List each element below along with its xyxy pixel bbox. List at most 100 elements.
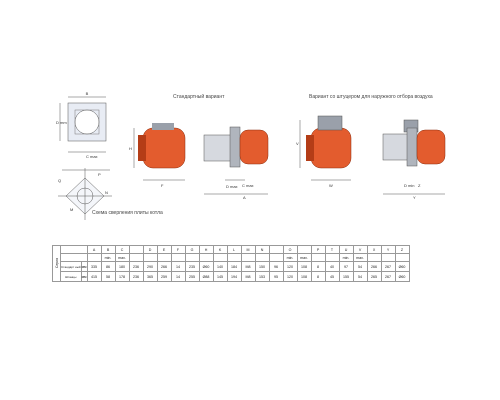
table-header-row: Серия A B C D E F G H K L M N O P T U V … bbox=[52, 245, 410, 282]
header-u: U bbox=[338, 245, 354, 254]
flange-front-view bbox=[59, 96, 107, 153]
cell: Ø88 bbox=[198, 271, 214, 282]
burner-standard-side bbox=[133, 123, 186, 181]
label-b-top: B bbox=[86, 91, 89, 96]
cell: 266 bbox=[156, 261, 172, 272]
cell: 8 bbox=[310, 271, 326, 282]
cell: 365 bbox=[142, 271, 158, 282]
cell: 236 bbox=[128, 271, 144, 282]
cell: 235 bbox=[184, 261, 200, 272]
cell: 259 bbox=[156, 271, 172, 282]
cell: 335 bbox=[86, 261, 102, 272]
cell: 267 bbox=[380, 271, 396, 282]
cell: 108 bbox=[296, 271, 312, 282]
cell: 140 bbox=[212, 261, 228, 272]
sub-o-max: max. bbox=[296, 253, 312, 262]
cell: M8 bbox=[240, 271, 256, 282]
cell: 153 bbox=[254, 271, 270, 282]
sub-k bbox=[212, 253, 228, 262]
cell: 120 bbox=[282, 261, 298, 272]
header-a: A bbox=[86, 245, 102, 254]
sub-u-min: min. bbox=[338, 253, 354, 262]
header-t: T bbox=[324, 245, 340, 254]
label-q: Q bbox=[58, 178, 61, 183]
label-m: M bbox=[70, 207, 73, 212]
dimensions-table: Серия A B C D E F G H K L M N O P T U V … bbox=[52, 245, 410, 282]
row-name: Штанцы bbox=[60, 271, 82, 282]
cell: 95 bbox=[268, 271, 284, 282]
cell: 150 bbox=[254, 261, 270, 272]
cell: 415 bbox=[86, 271, 102, 282]
header-f: F bbox=[170, 245, 186, 254]
cell: 155 bbox=[338, 271, 354, 282]
row-unit: мм bbox=[80, 271, 88, 282]
caption-option: Вариант со штуцером для наружного отбора… bbox=[309, 94, 433, 100]
header-n2 bbox=[268, 245, 284, 254]
sub-l bbox=[226, 253, 242, 262]
cell: 265 bbox=[366, 271, 382, 282]
cell: 184 bbox=[226, 261, 242, 272]
table-row: Стандарт ный мм 335 86 180 236 290 266 1… bbox=[53, 261, 410, 272]
sub-g bbox=[184, 253, 200, 262]
burner-option-top bbox=[382, 119, 446, 195]
label-w: W bbox=[329, 183, 333, 188]
cell: Ø60 bbox=[198, 261, 214, 272]
header-v: V bbox=[352, 245, 368, 254]
sub-b-max: max. bbox=[114, 253, 130, 262]
cell: 145 bbox=[212, 271, 228, 282]
sub-h bbox=[198, 253, 214, 262]
cell: M8 bbox=[240, 261, 256, 272]
header-l: L bbox=[226, 245, 242, 254]
sub-b-min: min. bbox=[100, 253, 116, 262]
cell: 290 bbox=[142, 261, 158, 272]
header-c2 bbox=[128, 245, 144, 254]
header-b: B bbox=[100, 245, 116, 254]
cell: 14 bbox=[170, 261, 186, 272]
header-k: K bbox=[212, 245, 228, 254]
header-o: O bbox=[282, 245, 298, 254]
cell: 54 bbox=[352, 271, 368, 282]
cell: 96 bbox=[268, 261, 284, 272]
label-p: P bbox=[98, 172, 101, 177]
sub-d bbox=[142, 253, 158, 262]
label-d-min: D min bbox=[404, 183, 414, 188]
cell: 180 bbox=[114, 261, 130, 272]
header-c: C bbox=[114, 245, 130, 254]
header-d: D bbox=[142, 245, 158, 254]
cell: 86 bbox=[100, 261, 116, 272]
label-c-max-2: C max bbox=[242, 183, 254, 188]
sub-n bbox=[254, 253, 270, 262]
label-d: D mm bbox=[56, 120, 67, 125]
header-o2 bbox=[296, 245, 312, 254]
label-h: H bbox=[129, 146, 132, 151]
sub-c bbox=[128, 253, 144, 262]
sub-z bbox=[394, 253, 410, 262]
burner-option-side bbox=[299, 115, 352, 181]
table-row: Штанцы мм 415 58 178 236 365 259 14 255 … bbox=[53, 271, 410, 282]
cell: 108 bbox=[296, 261, 312, 272]
sub-x bbox=[366, 253, 382, 262]
cell: 236 bbox=[128, 261, 144, 272]
sub-v-max: max. bbox=[352, 253, 368, 262]
header-p: P bbox=[310, 245, 326, 254]
label-f: F bbox=[161, 183, 164, 188]
header-h: H bbox=[198, 245, 214, 254]
cell: 120 bbox=[282, 271, 298, 282]
caption-plate: Схема сверления плиты котла bbox=[92, 210, 163, 216]
table-subheader-row: min. max. min. max. min. max. bbox=[53, 253, 410, 262]
label-y: Y bbox=[413, 195, 416, 200]
cell: Ø60 bbox=[394, 261, 410, 272]
burner-standard-top bbox=[203, 126, 269, 195]
sub-a bbox=[86, 253, 102, 262]
sub-m bbox=[240, 253, 256, 262]
cell: 97 bbox=[338, 261, 354, 272]
label-v: V bbox=[296, 141, 299, 146]
subheader-blank bbox=[60, 253, 88, 262]
plate-drilling-diagram bbox=[58, 168, 112, 220]
caption-standard: Стандартный вариант bbox=[173, 94, 225, 100]
header-z: Z bbox=[394, 245, 410, 254]
cell: 45 bbox=[324, 271, 340, 282]
sub-p bbox=[310, 253, 326, 262]
label-a: A bbox=[243, 195, 246, 200]
sub-n2 bbox=[268, 253, 284, 262]
